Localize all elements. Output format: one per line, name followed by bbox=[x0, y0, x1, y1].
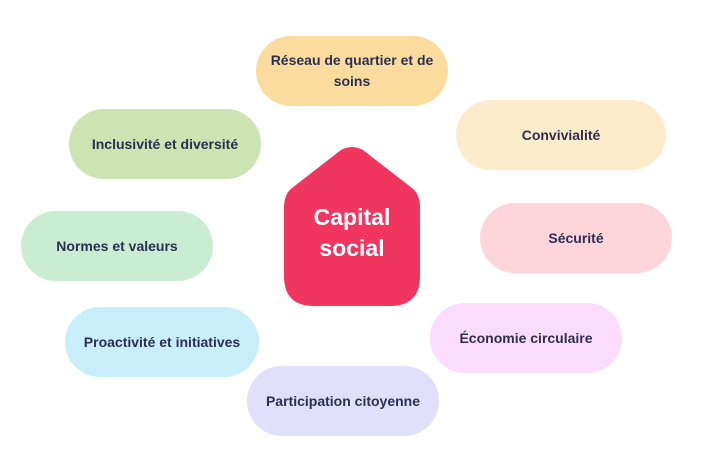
center-label: Capital social bbox=[313, 204, 391, 261]
node-label: Économie circulaire bbox=[459, 329, 593, 346]
node-proactivite-et-initiatives: Proactivité et initiatives bbox=[65, 307, 259, 377]
node-label: Inclusivité et diversité bbox=[91, 135, 239, 152]
node-inclusivite-et-diversite: Inclusivité et diversité bbox=[69, 109, 261, 179]
node-normes-et-valeurs: Normes et valeurs bbox=[21, 211, 213, 281]
node-participation-citoyenne: Participation citoyenne bbox=[247, 366, 439, 436]
node-label: Participation citoyenne bbox=[265, 392, 421, 409]
node-reseau-de-quartier: Réseau de quartier et de soins bbox=[256, 36, 448, 106]
node-economie-circulaire: Économie circulaire bbox=[430, 303, 622, 373]
node-securite: Sécurité bbox=[480, 203, 672, 273]
center-node: Capital social bbox=[284, 146, 420, 306]
node-label: Convivialité bbox=[521, 126, 601, 143]
center-house-shape bbox=[284, 147, 420, 306]
node-convivialite: Convivialité bbox=[456, 100, 666, 170]
node-label: Normes et valeurs bbox=[56, 237, 178, 254]
node-label: Sécurité bbox=[548, 229, 604, 246]
node-label: Réseau de quartier et de soins bbox=[270, 52, 434, 89]
node-label: Proactivité et initiatives bbox=[83, 333, 241, 350]
